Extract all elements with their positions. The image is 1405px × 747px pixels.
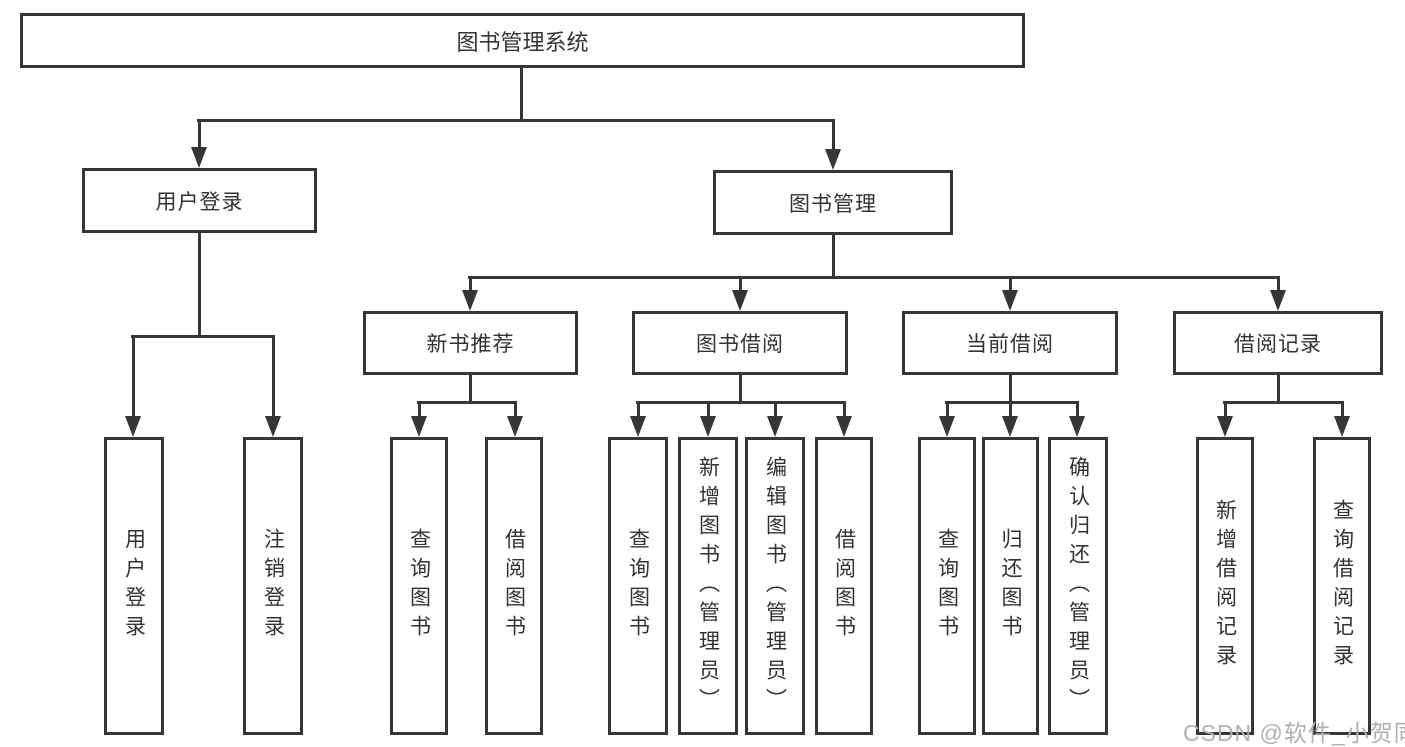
arrow-down-icon (191, 147, 207, 168)
edge-current-stub (1009, 375, 1012, 403)
node-book-borrow: 图书借阅 (632, 311, 848, 375)
arrow-down-icon (700, 416, 716, 437)
arrow-down-icon (825, 149, 841, 170)
node-current-borrow: 当前借阅 (902, 311, 1118, 375)
arrow-down-icon (1217, 416, 1233, 437)
arrow-down-icon (1270, 290, 1286, 311)
edge-drop (1224, 401, 1227, 416)
edge-drop (843, 401, 846, 416)
edge-to-book-borrow (739, 276, 742, 290)
arrow-down-icon (1002, 416, 1018, 437)
leaf-query-books: 查询图书 (608, 437, 668, 735)
leaf-query-books-label: 查询图书 (626, 528, 650, 644)
leaf-query-books-label: 查询图书 (935, 528, 959, 644)
edge-to-book-management (832, 119, 835, 150)
edge-drop (637, 401, 640, 416)
leaf-user-login-label: 用户登录 (122, 528, 146, 644)
edge-drop (418, 401, 421, 416)
arrow-down-icon (939, 416, 955, 437)
arrow-down-icon (125, 416, 141, 437)
node-current-borrow-label: 当前借阅 (966, 333, 1054, 356)
leaf-borrow-books-label: 借阅图书 (832, 528, 856, 644)
leaf-query-books: 查询图书 (918, 437, 976, 735)
edge-drop (1076, 401, 1079, 416)
edge-to-current-borrow (1009, 276, 1012, 290)
edge-user-login-stub (198, 233, 201, 336)
leaf-add-borrow-record: 新增借阅记录 (1196, 437, 1254, 735)
leaf-edit-books-admin: 编辑图书（管理员） (745, 437, 805, 735)
edge-current-rail (945, 401, 1079, 404)
node-book-management-label: 图书管理 (789, 192, 877, 216)
edge-level1-rail (197, 119, 835, 122)
leaf-logout-label: 注销登录 (261, 528, 285, 644)
arrow-down-icon (1002, 290, 1018, 311)
edge-root-stub (520, 68, 523, 120)
edge-drop (1341, 401, 1344, 416)
csdn-watermark: CSDN @软件_小贺同学 (1183, 720, 1405, 746)
edge-to-new-book-recommend (469, 276, 472, 290)
edge-book-management-stub (832, 235, 835, 278)
node-book-borrow-label: 图书借阅 (696, 333, 784, 356)
node-borrow-records: 借阅记录 (1173, 311, 1383, 375)
arrow-down-icon (767, 416, 783, 437)
edge-recommend-stub (469, 375, 472, 403)
edge-borrow-stub (739, 375, 742, 403)
leaf-edit-books-admin-label: 编辑图书（管理员） (763, 455, 787, 717)
edge-drop (946, 401, 949, 416)
edge-to-leaf-logout (272, 335, 275, 416)
leaf-query-books-label: 查询图书 (407, 528, 431, 644)
leaf-add-books-admin: 新增图书（管理员） (678, 437, 738, 735)
edge-records-rail (1223, 401, 1344, 404)
arrow-down-icon (411, 416, 427, 437)
arrow-down-icon (462, 290, 478, 311)
arrow-down-icon (732, 290, 748, 311)
leaf-query-borrow-record-label: 查询借阅记录 (1330, 499, 1354, 673)
edge-drop (514, 401, 517, 416)
leaf-query-borrow-record: 查询借阅记录 (1313, 437, 1371, 735)
arrow-down-icon (1334, 416, 1350, 437)
leaf-confirm-return-admin: 确认归还（管理员） (1048, 437, 1108, 735)
leaf-logout: 注销登录 (243, 437, 303, 735)
leaf-borrow-books: 借阅图书 (815, 437, 873, 735)
edge-level2-rail (468, 276, 1280, 279)
node-user-login-label: 用户登录 (155, 190, 244, 214)
arrow-down-icon (265, 416, 281, 437)
leaf-query-books: 查询图书 (390, 437, 448, 735)
node-library-system-label: 图书管理系统 (456, 29, 589, 55)
edge-drop (774, 401, 777, 416)
edge-borrow-rail (636, 401, 846, 404)
leaf-borrow-books-label: 借阅图书 (502, 528, 526, 644)
edge-to-user-login (198, 119, 201, 147)
node-borrow-records-label: 借阅记录 (1234, 333, 1322, 356)
leaf-add-borrow-record-label: 新增借阅记录 (1213, 499, 1237, 673)
leaf-borrow-books: 借阅图书 (485, 437, 543, 735)
node-library-system: 图书管理系统 (20, 13, 1025, 68)
leaf-add-books-admin-label: 新增图书（管理员） (696, 455, 720, 717)
edge-to-leaf-user-login (132, 335, 135, 416)
node-book-management: 图书管理 (713, 170, 953, 235)
edge-to-borrow-records (1277, 276, 1280, 290)
edge-drop (1009, 401, 1012, 416)
leaf-user-login: 用户登录 (104, 437, 164, 735)
node-new-book-recommend-label: 新书推荐 (426, 333, 515, 356)
edge-drop (707, 401, 710, 416)
node-user-login: 用户登录 (82, 168, 317, 233)
arrow-down-icon (836, 416, 852, 437)
node-new-book-recommend: 新书推荐 (363, 311, 578, 375)
edge-user-login-rail (131, 335, 275, 338)
leaf-return-books-label: 归还图书 (999, 528, 1022, 644)
arrow-down-icon (507, 416, 523, 437)
arrow-down-icon (1069, 416, 1085, 437)
arrow-down-icon (630, 416, 646, 437)
leaf-return-books: 归还图书 (982, 437, 1039, 735)
leaf-confirm-return-admin-label: 确认归还（管理员） (1066, 455, 1090, 717)
edge-recommend-rail (417, 401, 517, 404)
edge-records-stub (1277, 375, 1280, 403)
